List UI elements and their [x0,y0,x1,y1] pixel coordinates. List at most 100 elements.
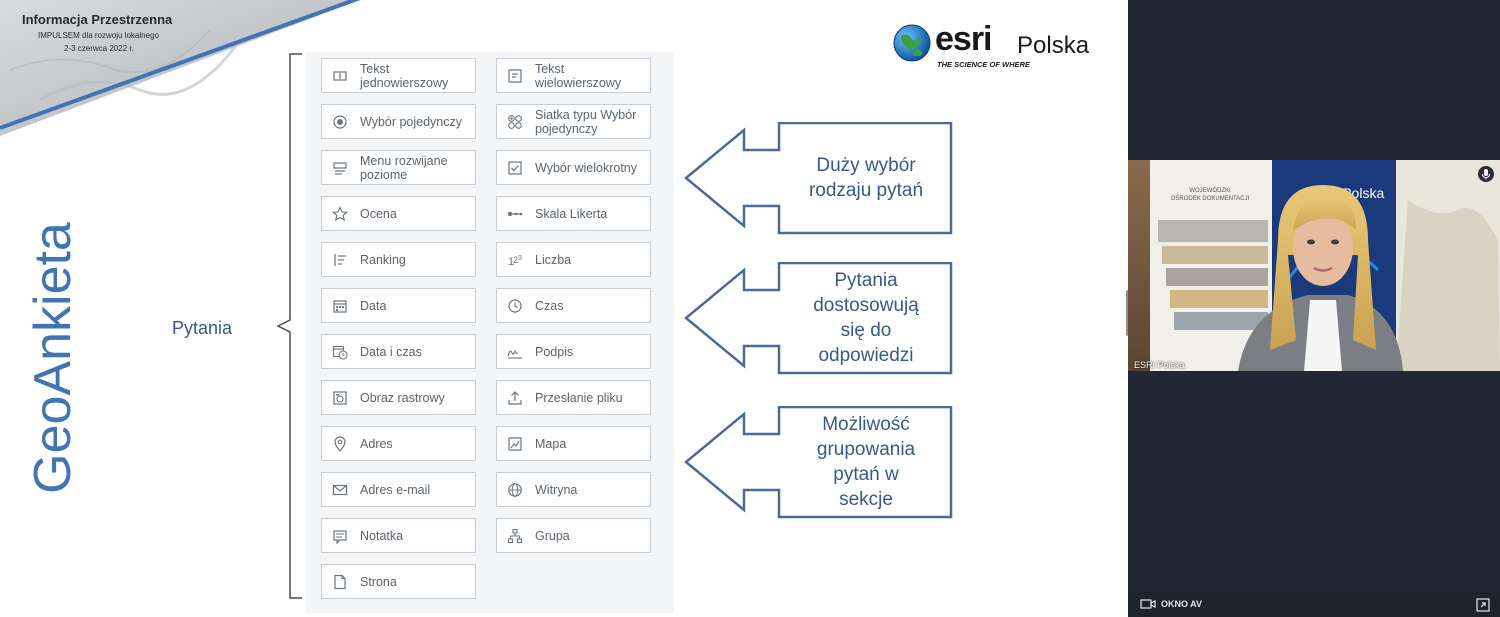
svg-text:2: 2 [513,255,518,265]
checkbox-icon [507,160,523,176]
question-type-label: Skala Likerta [535,206,608,221]
question-type-data-i-czas[interactable]: Data i czas [321,334,476,369]
section-label: Pytania [172,318,233,338]
av-window-bar: OKNO AV [1128,592,1500,617]
video-frame: WOJEWÓDZKI OŚRODEK DOKUMENTACJI esri Pol… [1128,160,1500,371]
question-type-mapa[interactable]: Mapa [496,426,651,461]
question-type-ranking[interactable]: Ranking [321,242,476,277]
question-type-notatka[interactable]: Notatka [321,518,476,553]
svg-text:OŚRODEK DOKUMENTACJI: OŚRODEK DOKUMENTACJI [1171,194,1250,202]
conference-title: Informacja Przestrzenna [22,12,173,27]
expand-icon[interactable] [1475,597,1491,613]
conference-subtitle: IMPULSEM dla rozwoju lokalnego [38,31,159,40]
conference-banner [0,0,360,136]
note-icon [332,528,348,544]
question-type-label: Data i czas [360,344,422,359]
question-type-label: Strona [360,574,397,589]
email-icon [332,482,348,498]
question-type-label: Wybór pojedynczy [360,114,463,129]
question-type-label: Obraz rastrowy [360,390,445,405]
question-type-label: Czas [535,298,564,313]
question-type-label: Adres e-mail [360,482,431,497]
globe-icon [507,482,523,498]
calendar-icon [332,298,348,314]
question-type-witryna[interactable]: Witryna [496,472,651,507]
calendar-clock-icon [332,344,348,360]
dropdown-icon [332,160,348,176]
question-type-label: Data [360,298,387,313]
radio-icon [332,114,348,130]
question-type-label: Notatka [360,528,404,543]
question-type-data[interactable]: Data [321,288,476,323]
text-multi-icon [507,68,523,84]
question-type-label: Przesłanie pliku [535,390,623,405]
text-single-icon [332,68,348,84]
question-type-grupa[interactable]: Grupa [496,518,651,553]
esri-polska-logo: esri Polska THE SCIENCE OF WHERE [893,20,1103,74]
question-type-wybor-wielokrotny[interactable]: Wybór wielokrotny [496,150,651,185]
group-icon [507,528,523,544]
main-title: GeoAnkieta [24,222,82,494]
question-type-skala-likerta[interactable]: Skala Likerta [496,196,651,231]
question-type-label: Wybór wielokrotny [535,160,638,175]
clock-icon [507,298,523,314]
presentation-slide: Informacja Przestrzenna IMPULSEM dla roz… [0,0,1128,617]
brace-bracket [276,53,302,599]
question-type-wybor-pojedynczy[interactable]: Wybór pojedynczy [321,104,476,139]
svg-text:1: 1 [508,256,514,268]
question-type-label: Podpis [535,344,574,359]
conference-date: 2-3 czerwca 2022 r. [64,44,134,53]
camera-icon[interactable] [1140,598,1156,610]
svg-text:3: 3 [518,255,522,262]
page-icon [332,574,348,590]
question-type-adres[interactable]: Adres [321,426,476,461]
callout-arrow-2 [684,262,953,375]
question-type-czas[interactable]: Czas [496,288,651,323]
pin-icon [332,435,348,452]
likert-icon [507,206,523,222]
upload-icon [507,390,523,406]
question-type-przeslanie-pliku[interactable]: Przesłanie pliku [496,380,651,415]
grid-radio-icon [507,114,523,130]
question-type-obraz-rastrowy[interactable]: Obraz rastrowy [321,380,476,415]
signature-icon [507,344,523,360]
question-type-ocena[interactable]: Ocena [321,196,476,231]
question-type-label: Grupa [535,528,570,543]
callout-arrow-1 [684,122,953,235]
mic-icon[interactable] [1478,166,1494,182]
question-type-strona[interactable]: Strona [321,564,476,599]
star-icon [332,205,348,222]
logo-brand: esri [935,20,992,58]
logo-tagline: THE SCIENCE OF WHERE [937,60,1030,69]
question-type-podpis[interactable]: Podpis [496,334,651,369]
image-icon [332,390,348,406]
participant-name: ESRI Polska [1134,360,1185,370]
participant-video[interactable]: WOJEWÓDZKI OŚRODEK DOKUMENTACJI esri Pol… [1128,160,1500,371]
question-type-label: Mapa [535,436,567,451]
window-label: OKNO AV [1161,599,1203,609]
question-type-label: Ranking [360,252,406,267]
question-type-label: Ocena [360,206,397,221]
globe-logo-icon [893,24,931,62]
svg-text:WOJEWÓDZKI: WOJEWÓDZKI [1189,187,1231,194]
question-type-label: Liczba [535,252,572,267]
ranking-icon [332,252,348,268]
question-type-adres-e-mail[interactable]: Adres e-mail [321,472,476,507]
question-type-label: Adres [360,436,393,451]
logo-country: Polska [1017,32,1090,59]
question-type-label: Witryna [535,482,578,497]
